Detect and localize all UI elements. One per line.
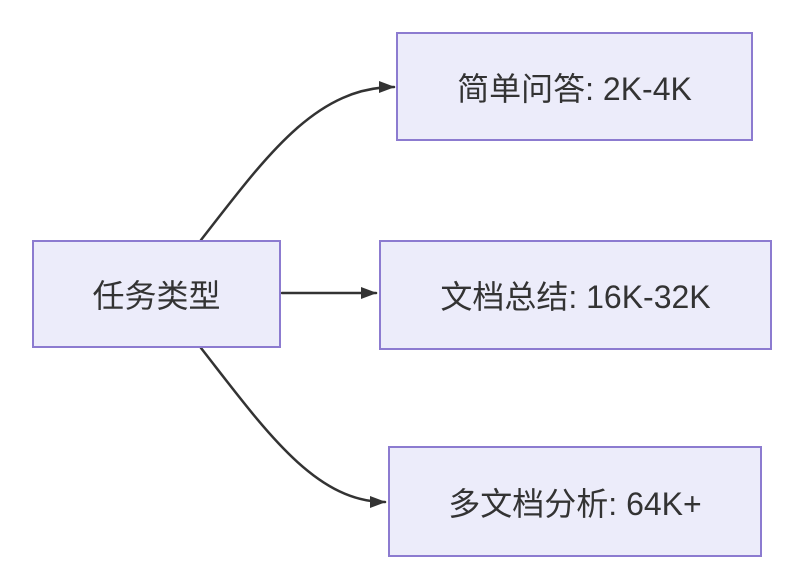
- node-task-type-label: 任务类型: [92, 278, 221, 314]
- node-simple-qa-label: 简单问答: 2K-4K: [457, 70, 692, 107]
- node-doc-summary: 文档总结: 16K-32K: [379, 240, 772, 350]
- edge-task-type-to-simple-qa: [199, 81, 396, 242]
- node-multi-doc-analysis-label: 多文档分析: 64K+: [448, 485, 702, 522]
- node-doc-summary-label: 文档总结: 16K-32K: [440, 279, 711, 315]
- edge-task-type-to-multi-doc-analysis: [199, 346, 387, 508]
- node-simple-qa: 简单问答: 2K-4K: [396, 32, 753, 141]
- node-task-type: 任务类型: [32, 240, 281, 348]
- node-multi-doc-analysis: 多文档分析: 64K+: [388, 446, 762, 557]
